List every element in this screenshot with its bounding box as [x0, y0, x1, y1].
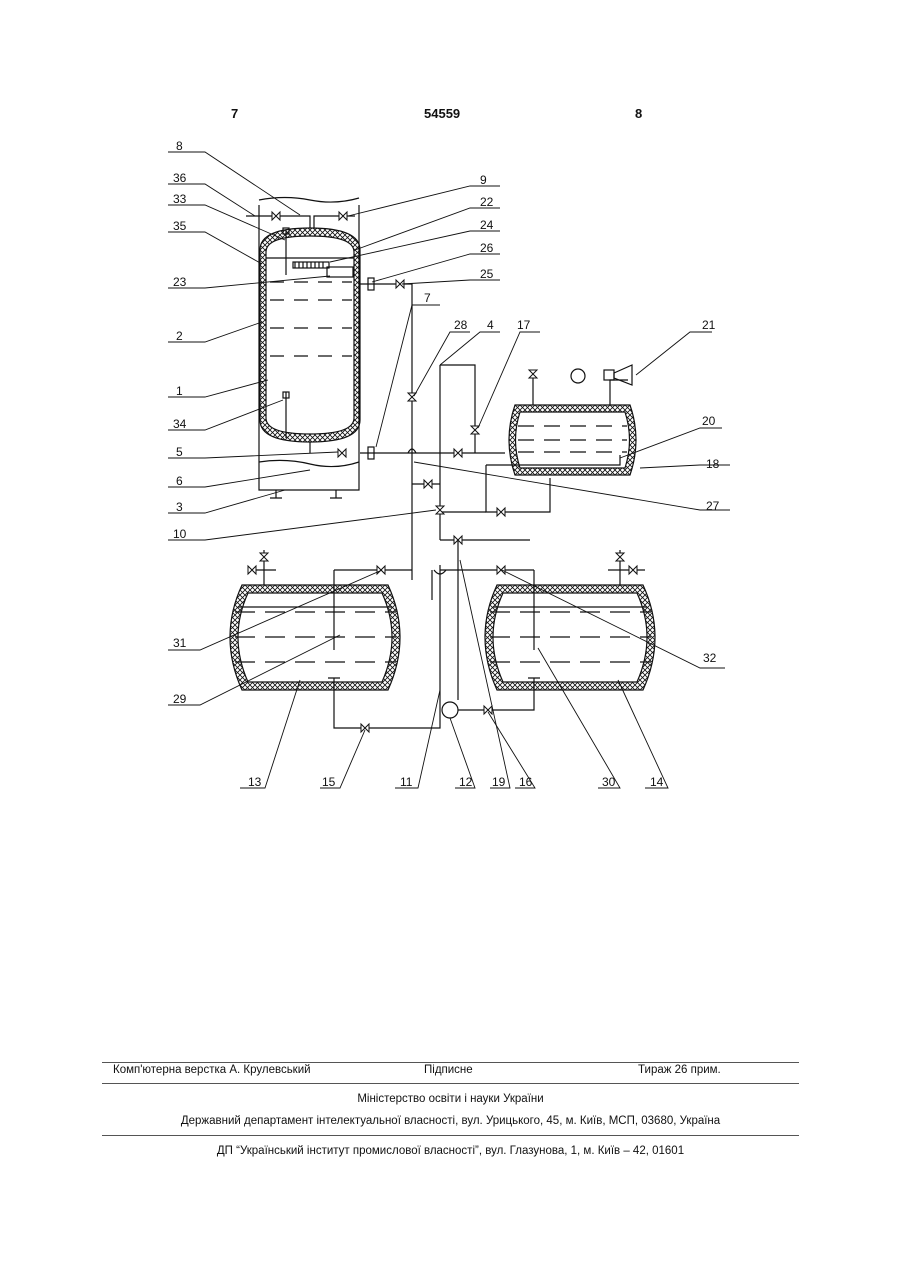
callout-29: 29: [173, 692, 187, 706]
callout-34: 34: [173, 417, 187, 431]
callout-28: 28: [454, 318, 468, 332]
callout-13: 13: [248, 775, 262, 789]
callout-24: 24: [480, 218, 494, 232]
callout-7: 7: [424, 291, 431, 305]
callout-19: 19: [492, 775, 506, 789]
footer-ministry: Міністерство освіти і науки України: [102, 1093, 799, 1105]
vessel-inner: [266, 236, 354, 434]
callout-32: 32: [703, 651, 717, 665]
callout-15: 15: [322, 775, 336, 789]
callout-30: 30: [602, 775, 616, 789]
footer-rule-mid: [102, 1083, 799, 1084]
callout-35: 35: [173, 219, 187, 233]
callout-21: 21: [702, 318, 716, 332]
footer-institute: ДП “Український інститут промислової вла…: [102, 1145, 799, 1157]
column-break-mid: [259, 460, 359, 466]
footer-layout-credit: Комп'ютерна верстка А. Крулевський: [113, 1064, 311, 1076]
callout-8: 8: [176, 139, 183, 153]
callout-5: 5: [176, 445, 183, 459]
callout-14: 14: [650, 775, 664, 789]
callout-9: 9: [480, 173, 487, 187]
callout-33: 33: [173, 192, 187, 206]
callout-12: 12: [459, 775, 473, 789]
callout-26: 26: [480, 241, 494, 255]
footer-rule-bottom: [102, 1135, 799, 1136]
callout-16: 16: [519, 775, 533, 789]
callout-23: 23: [173, 275, 187, 289]
callout-31: 31: [173, 636, 187, 650]
callout-6: 6: [176, 474, 183, 488]
callout-1: 1: [176, 384, 183, 398]
callout-36: 36: [173, 171, 187, 185]
footer-department: Державний департамент інтелектуальної вл…: [102, 1115, 799, 1127]
callout-10: 10: [173, 527, 187, 541]
callout-11: 11: [400, 775, 413, 789]
callout-20: 20: [702, 414, 716, 428]
footer-signed: Підписне: [424, 1064, 473, 1076]
callout-18: 18: [706, 457, 720, 471]
callout-3: 3: [176, 500, 183, 514]
footer-circulation: Тираж 26 прим.: [638, 1064, 721, 1076]
callout-22: 22: [480, 195, 494, 209]
technical-drawing: 8 36 33 35 23 2 1 34 5 6 3 10 9 22 24 26…: [0, 0, 901, 820]
footer-rule-top: [102, 1062, 799, 1063]
callout-27: 27: [706, 499, 720, 513]
callout-25: 25: [480, 267, 494, 281]
callout-2: 2: [176, 329, 183, 343]
callout-17: 17: [517, 318, 531, 332]
callout-4: 4: [487, 318, 494, 332]
